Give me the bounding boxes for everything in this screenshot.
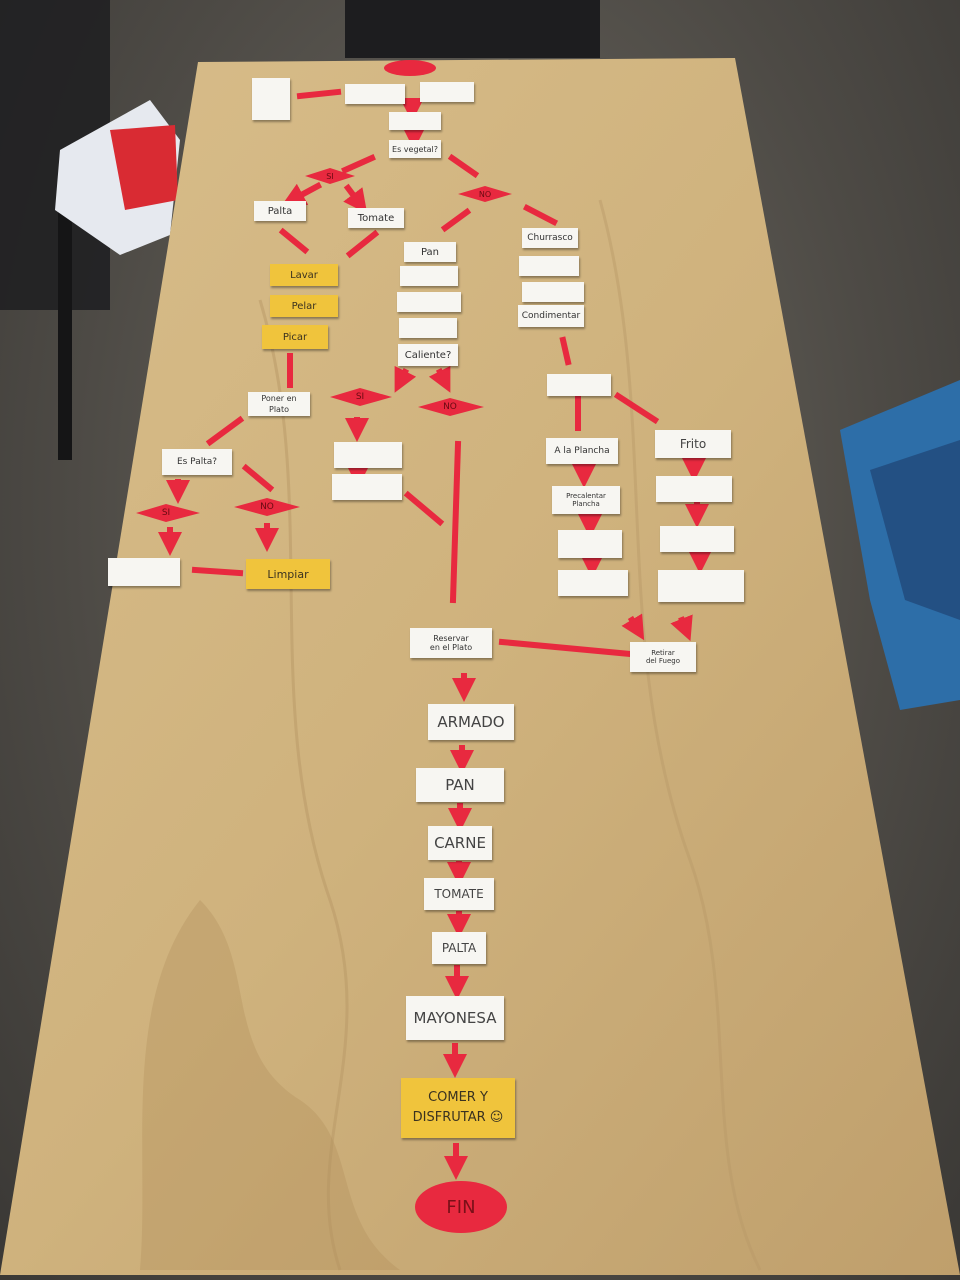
process-card — [522, 282, 584, 302]
connector — [621, 613, 645, 641]
connector — [205, 415, 245, 447]
wood-grain — [598, 199, 762, 1271]
connector — [278, 227, 310, 255]
backpack-pattern — [870, 440, 960, 620]
process-card — [656, 476, 732, 502]
ingredients-card — [252, 78, 290, 120]
process-card: Churrasco — [522, 228, 578, 248]
wood-stain — [140, 900, 400, 1270]
process-card — [334, 442, 402, 468]
connector — [498, 638, 634, 658]
process-card: Palta — [254, 201, 306, 221]
process-card — [420, 82, 474, 102]
decision-label: SI — [355, 392, 365, 402]
process-card: PALTA — [432, 932, 486, 964]
connector — [613, 391, 660, 425]
process-card-yellow: Lavar — [270, 264, 338, 286]
red-paper-scraps — [110, 125, 178, 210]
process-card: Tomate — [348, 208, 404, 228]
connector — [281, 181, 323, 206]
process-card: Es Palta? — [162, 449, 232, 475]
decision-label: NO — [478, 189, 492, 199]
process-card: Condimentar — [518, 305, 584, 327]
connector — [345, 229, 380, 259]
process-card-yellow: Pelar — [270, 295, 338, 317]
decision-label: SI — [161, 508, 171, 518]
connector — [670, 614, 693, 642]
chair-leg — [58, 200, 72, 460]
process-card — [345, 84, 405, 104]
connectors — [158, 88, 712, 1180]
process-card — [558, 530, 622, 558]
decision-label: NO — [260, 502, 274, 512]
end-terminal — [415, 1181, 507, 1233]
process-card: Precalentar Plancha — [552, 486, 620, 514]
process-card: MAYONESA — [406, 996, 504, 1040]
process-card — [389, 112, 441, 130]
decision-diamond — [418, 398, 484, 416]
process-card — [547, 374, 611, 396]
process-card — [399, 318, 457, 338]
process-card — [658, 570, 744, 602]
connector — [296, 88, 342, 100]
connector — [241, 463, 275, 493]
process-card — [108, 558, 180, 586]
process-card-yellow: COMER Y DISFRUTAR ☺ — [401, 1078, 515, 1138]
connector — [343, 183, 368, 214]
decision-label: NO — [443, 402, 457, 412]
decision-label: SI — [326, 171, 334, 181]
process-card — [332, 474, 402, 500]
connector — [403, 490, 445, 527]
connector — [559, 336, 572, 366]
process-card-yellow: Limpiar — [246, 559, 330, 589]
process-card: ARMADO — [428, 704, 514, 740]
decision-diamond — [305, 168, 355, 184]
wooden-table — [0, 58, 960, 1275]
connector — [191, 566, 244, 577]
decision-diamond — [458, 186, 512, 202]
connector — [428, 365, 451, 393]
process-card — [397, 292, 461, 312]
process-card: Retirar del Fuego — [630, 642, 696, 672]
process-card: Reservar en el Plato — [410, 628, 492, 658]
chair-back — [345, 0, 600, 58]
decision-diamond — [234, 498, 300, 516]
process-card: Es vegetal? — [389, 140, 441, 158]
process-card — [558, 570, 628, 596]
wood-grain — [258, 299, 349, 1271]
process-card: CARNE — [428, 826, 492, 860]
process-card — [519, 256, 579, 276]
connector — [522, 203, 559, 227]
process-card — [660, 526, 734, 552]
end-label: FIN — [446, 1196, 476, 1218]
decision-diamond — [136, 504, 200, 522]
process-card-yellow: Picar — [262, 325, 328, 349]
decision-diamond — [330, 388, 392, 406]
process-card — [400, 266, 458, 286]
process-card: Pan — [404, 242, 456, 262]
decision-diamonds — [136, 60, 512, 522]
start-terminal — [384, 60, 436, 76]
process-card: Frito — [655, 430, 731, 458]
connector — [341, 154, 376, 174]
process-card: A la Plancha — [546, 438, 618, 464]
connector — [449, 440, 462, 604]
process-card: Caliente? — [398, 344, 458, 366]
process-card: PAN — [416, 768, 504, 802]
connector — [447, 153, 480, 179]
process-card: Poner en Plato — [248, 392, 310, 416]
connector — [394, 365, 417, 393]
process-card: TOMATE — [424, 878, 494, 910]
connector — [440, 207, 472, 233]
